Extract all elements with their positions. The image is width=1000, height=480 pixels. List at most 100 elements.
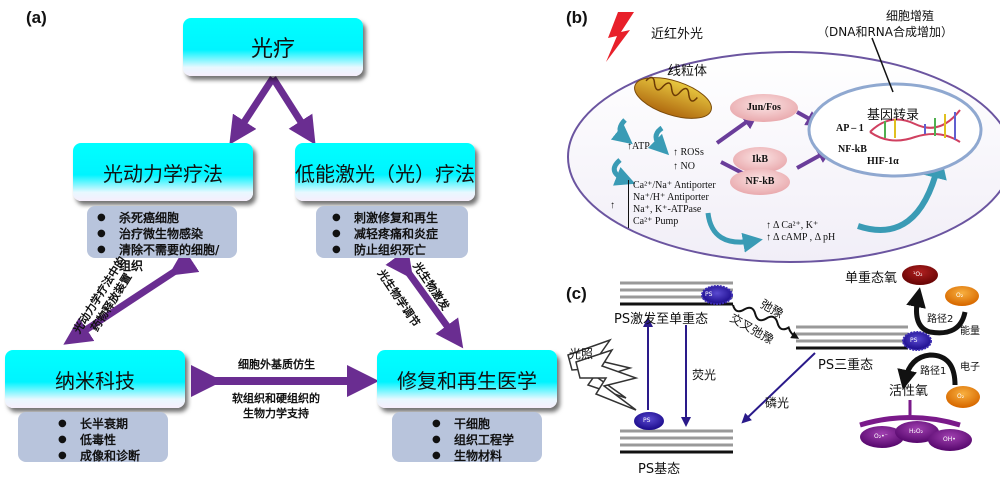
jun-fos-label: Jun/Fos bbox=[747, 102, 781, 113]
cell-proliferation-label: 细胞增殖 （DNA和RNA合成增加） bbox=[810, 8, 1000, 40]
list-item: 治疗微生物感染 bbox=[97, 226, 227, 242]
list-item: 清除不需要的细胞/组织 bbox=[97, 242, 227, 274]
ros-no-label: ↑ ROSs ↑ NO bbox=[673, 147, 704, 172]
nir-lightning-icon bbox=[606, 12, 634, 62]
o2-text-top: O₂ bbox=[956, 292, 964, 299]
nir-light-label: 近红外光 bbox=[651, 27, 704, 42]
ps-singlet-label: PS激发至单重态 bbox=[614, 312, 709, 327]
hydroxyl-molecule bbox=[928, 429, 972, 451]
pdt-list: 杀死癌细胞 治疗微生物感染 清除不需要的细胞/组织 bbox=[87, 206, 237, 273]
hif1a-label: HIF-1α bbox=[867, 156, 899, 167]
list-item: 低毒性 bbox=[58, 432, 158, 448]
ps-triplet-label: PS三重态 bbox=[818, 358, 874, 373]
list-item: 杀死癌细胞 bbox=[97, 210, 227, 226]
ikb-label: IkB bbox=[751, 154, 769, 165]
jun-fos-ellipse bbox=[730, 94, 798, 122]
path1-label: 路径1 bbox=[920, 366, 947, 377]
ps-ground-label: PS基态 bbox=[638, 462, 681, 477]
list-item: 干细胞 bbox=[432, 416, 532, 432]
superoxide-molecule bbox=[860, 426, 904, 448]
superoxide-text: O₂•⁻ bbox=[874, 433, 888, 440]
h2o2-molecule bbox=[895, 421, 939, 443]
label-line: （DNA和RNA合成增加） bbox=[817, 25, 953, 39]
list-item: 防止组织死亡 bbox=[332, 242, 458, 258]
teal-arrow-to-nucleus bbox=[857, 154, 947, 233]
ecm-biomimic-label: 细胞外基质仿生 bbox=[238, 358, 315, 371]
nfkb-tf-label: NF-kB bbox=[838, 144, 867, 155]
arrow-lllt-regen bbox=[385, 248, 464, 349]
phosphorescence-arrow bbox=[741, 352, 816, 424]
singlet-oxygen-label: 单重态氧 bbox=[845, 271, 898, 286]
lllt-box: 低能激光（光）疗法 bbox=[295, 143, 475, 201]
hydroxyl-text: OH• bbox=[943, 436, 956, 443]
light-bolt-icon bbox=[567, 338, 639, 411]
mitochondria-label: 线粒体 bbox=[668, 64, 708, 79]
ps-singlet-molecule bbox=[701, 285, 733, 305]
illumination-label: 光照 bbox=[569, 347, 594, 361]
list-item: 生物材料 bbox=[432, 448, 532, 464]
label-line: 生物力学支持 bbox=[243, 407, 309, 420]
ros-bracket bbox=[859, 415, 961, 428]
ros-text: ROSs bbox=[680, 147, 704, 158]
transporter-item: Na⁺, K⁺-ATPase bbox=[633, 204, 702, 215]
ikb-ellipse bbox=[733, 147, 787, 173]
isc-wavy-arrow bbox=[732, 304, 800, 339]
h2o2-text: H₂O₂ bbox=[909, 428, 924, 435]
panel-c-label: (c) bbox=[566, 284, 587, 303]
mitochondria-icon bbox=[634, 77, 712, 119]
singlet-o2-text: ¹O₂ bbox=[913, 271, 923, 278]
path2-arrow bbox=[906, 287, 968, 336]
regen-list: 干细胞 组织工程学 生物材料 bbox=[392, 412, 542, 464]
lllt-list: 刺激修复和再生 减轻疼痛和炎症 防止组织死亡 bbox=[316, 206, 468, 258]
dna-icon bbox=[869, 109, 961, 143]
delta-camp-ph: Δ cAMP , Δ pH bbox=[772, 232, 836, 243]
ground-levels bbox=[620, 429, 733, 454]
biomech-support-label: 软组织和硬组织的 生物力学支持 bbox=[232, 391, 320, 421]
path1-arrow bbox=[897, 352, 958, 390]
list-item: 成像和诊断 bbox=[58, 448, 158, 464]
fluorescence-label: 荧光 bbox=[692, 368, 717, 382]
ps-triplet-text: PS bbox=[910, 337, 918, 344]
nfkb-ellipse bbox=[730, 169, 790, 195]
phototherapy-box: 光疗 bbox=[183, 18, 363, 76]
teal-arrow-to-delta bbox=[705, 212, 763, 253]
transporter-item: Ca²⁺ Pump bbox=[633, 216, 679, 227]
gene-transcription-label: 基因转录 bbox=[867, 108, 920, 123]
delta-ion-label: ↑ Δ Ca²⁺, K⁺ ↑ Δ cAMP , Δ pH bbox=[766, 220, 836, 243]
no-text: NO bbox=[680, 161, 695, 172]
pdt-box: 光动力学疗法 bbox=[73, 143, 253, 201]
path2-label: 路径2 bbox=[927, 314, 954, 325]
ps-ground-molecule bbox=[634, 412, 664, 430]
atp-text: ATP bbox=[632, 141, 650, 152]
singlet-oxygen-molecule bbox=[902, 265, 938, 285]
triplet-levels bbox=[796, 325, 908, 350]
arrow-to-lllt bbox=[270, 76, 316, 145]
transporter-item: Ca²⁺/Na⁺ Antiporter bbox=[633, 180, 716, 191]
atp-label: ↑ATP bbox=[627, 141, 650, 152]
transporter-item: Na⁺/H⁺ Antiporter bbox=[633, 192, 709, 203]
o2-text-bottom: O₂ bbox=[957, 393, 965, 400]
electron-label: 电子 bbox=[960, 362, 980, 373]
arrow-to-pdt bbox=[229, 76, 276, 145]
list-item: 刺激修复和再生 bbox=[332, 210, 458, 226]
ps-triplet-molecule bbox=[902, 331, 932, 351]
transporter-list: ↑ Ca²⁺/Na⁺ Antiporter Na⁺/H⁺ Antiporter … bbox=[610, 180, 716, 228]
nanotech-box: 纳米科技 bbox=[5, 350, 185, 408]
list-item: 组织工程学 bbox=[432, 432, 532, 448]
nanotech-list: 长半衰期 低毒性 成像和诊断 bbox=[18, 412, 168, 464]
nfkb-label: NF-kB bbox=[745, 176, 775, 187]
regen-medicine-box: 修复和再生医学 bbox=[377, 350, 557, 408]
label-line: 软组织和硬组织的 bbox=[232, 392, 320, 405]
o2-molecule-top bbox=[945, 286, 979, 306]
arrow-pdt-nano bbox=[63, 248, 200, 345]
o2-molecule-bottom bbox=[946, 386, 980, 408]
label-line: 细胞增殖 bbox=[885, 9, 934, 23]
ps-ground-text: PS bbox=[643, 417, 651, 424]
energy-label: 能量 bbox=[960, 326, 980, 337]
panel-b-label: (b) bbox=[566, 8, 588, 27]
ap1-label: AP – 1 bbox=[836, 123, 864, 134]
panel-a-label: (a) bbox=[26, 8, 47, 27]
